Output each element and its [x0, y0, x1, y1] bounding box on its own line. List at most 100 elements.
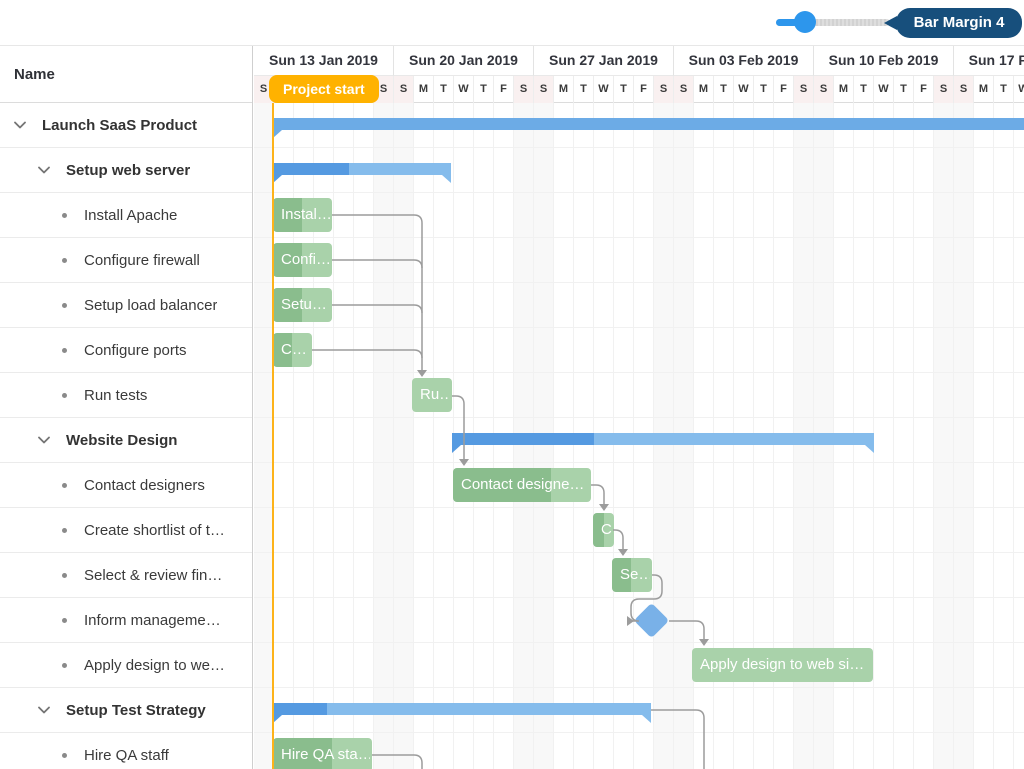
taskbar-select-review-final[interactable]: Se…	[612, 558, 652, 592]
grid-row-hire-qa-staff[interactable]: Hire QA staff	[0, 733, 252, 769]
week-header-cell: Sun 17 Feb 2019	[954, 46, 1024, 76]
chevron-down-icon[interactable]	[38, 706, 50, 714]
chevron-down-icon[interactable]	[38, 436, 50, 444]
day-header-cell: F	[494, 76, 514, 103]
dependency-connectors	[312, 214, 709, 769]
bullet-icon	[62, 482, 67, 488]
taskbar-label: Instal…	[281, 206, 330, 223]
day-header-cell: T	[854, 76, 874, 103]
day-header-cell: M	[694, 76, 714, 103]
taskbar-label: Setu…	[281, 296, 327, 313]
day-header-cell: S	[374, 76, 394, 103]
parent-taskbar-website-design[interactable]	[452, 433, 874, 453]
taskbar-create-shortlist[interactable]: C…	[593, 513, 614, 547]
taskbar-label: C…	[281, 341, 307, 358]
day-header-cell: W	[594, 76, 614, 103]
day-header-cell: W	[874, 76, 894, 103]
week-header-cell: Sun 27 Jan 2019	[534, 46, 674, 76]
day-header-cell: T	[434, 76, 454, 103]
taskbar-label: C…	[601, 521, 612, 538]
day-header-cell: M	[974, 76, 994, 103]
day-header-cell: W	[454, 76, 474, 103]
bar-margin-slider-track[interactable]	[776, 19, 890, 26]
taskbar-install-apache[interactable]: Instal…	[273, 198, 332, 232]
taskbar-configure-ports[interactable]: C…	[273, 333, 312, 367]
taskbars-layer: Instal… Confi… Setu… C… Ru… Contact designe… C…	[254, 103, 1024, 769]
day-header-cell: S	[814, 76, 834, 103]
task-label: Configure firewall	[84, 251, 200, 269]
day-header-cell: T	[754, 76, 774, 103]
taskbar-configure-firewall[interactable]: Confi…	[273, 243, 332, 277]
week-header-cell: Sun 10 Feb 2019	[814, 46, 954, 76]
week-header-cell: Sun 13 Jan 2019	[254, 46, 394, 76]
day-header-cell: S	[794, 76, 814, 103]
taskbar-apply-design-web-site[interactable]: Apply design to web si…	[692, 648, 873, 682]
task-label: Hire QA staff	[84, 746, 169, 764]
day-header-cell: W	[1014, 76, 1024, 103]
grid-row-apply-design-to-we[interactable]: Apply design to we…	[0, 643, 252, 688]
name-column-header[interactable]: Name	[0, 46, 252, 103]
taskbar-contact-designers[interactable]: Contact designe…	[453, 468, 591, 502]
task-label: Create shortlist of t…	[84, 521, 225, 539]
grid-row-setup-test-strategy[interactable]: Setup Test Strategy	[0, 688, 252, 733]
bar-margin-slider-fill	[776, 19, 806, 26]
parent-bar-left-cap	[273, 175, 282, 183]
bullet-icon	[62, 617, 67, 623]
grid-row-select-review-fin[interactable]: Select & review fin…	[0, 553, 252, 598]
parent-bar-left-cap	[273, 130, 282, 138]
grid-row-launch-saas-product[interactable]: Launch SaaS Product	[0, 103, 252, 148]
day-header-cell: T	[614, 76, 634, 103]
day-header-cell: S	[514, 76, 534, 103]
grid-row-run-tests[interactable]: Run tests	[0, 373, 252, 418]
parent-taskbar-setup-web-server[interactable]	[273, 163, 451, 183]
parent-taskbar-setup-test-strategy[interactable]	[273, 703, 651, 723]
grid-row-inform-manageme[interactable]: Inform manageme…	[0, 598, 252, 643]
project-start-event-marker: Project start	[269, 75, 379, 103]
grid-row-website-design[interactable]: Website Design	[0, 418, 252, 463]
task-label: Select & review fin…	[84, 566, 223, 584]
grid-row-setup-load-balancer[interactable]: Setup load balancer	[0, 283, 252, 328]
chevron-down-icon[interactable]	[38, 166, 50, 174]
day-header-cell: T	[574, 76, 594, 103]
week-header-cell: Sun 20 Jan 2019	[394, 46, 534, 76]
day-header-cell: M	[834, 76, 854, 103]
taskbar-setup-load-balancer[interactable]: Setu…	[273, 288, 332, 322]
grid-row-contact-designers[interactable]: Contact designers	[0, 463, 252, 508]
grid-row-setup-web-server[interactable]: Setup web server	[0, 148, 252, 193]
day-header-cell: S	[934, 76, 954, 103]
bullet-icon	[62, 212, 67, 218]
bullet-icon	[62, 257, 67, 263]
slider-tooltip: Bar Margin 4	[896, 8, 1022, 38]
chart-body: Instal… Confi… Setu… C… Ru… Contact designe… C…	[254, 103, 1024, 769]
progress-fill	[612, 558, 631, 592]
chevron-down-icon[interactable]	[14, 121, 26, 129]
day-header-cell: S	[674, 76, 694, 103]
name-column-header-label: Name	[14, 65, 55, 83]
bar-margin-slider-handle[interactable]	[794, 11, 816, 33]
task-label: Website Design	[66, 431, 178, 449]
taskbar-run-tests[interactable]: Ru…	[412, 378, 452, 412]
day-header-cell: W	[734, 76, 754, 103]
parent-bar-right-cap	[442, 175, 451, 183]
grid-row-install-apache[interactable]: Install Apache	[0, 193, 252, 238]
progress-fill	[273, 243, 302, 277]
bullet-icon	[62, 527, 67, 533]
day-header-cell: T	[894, 76, 914, 103]
task-label: Launch SaaS Product	[42, 116, 198, 134]
taskbar-hire-qa-staff[interactable]: Hire QA sta…	[273, 738, 372, 769]
progress-fill	[452, 433, 594, 445]
grid-row-configure-ports[interactable]: Configure ports	[0, 328, 252, 373]
grid-row-create-shortlist-of-t[interactable]: Create shortlist of t…	[0, 508, 252, 553]
task-label: Install Apache	[84, 206, 178, 224]
task-label: Configure ports	[84, 341, 187, 359]
parent-taskbar-launch-saas-product[interactable]	[273, 118, 1024, 138]
parent-bar-left-cap	[273, 715, 282, 723]
grid-row-configure-firewall[interactable]: Configure firewall	[0, 238, 252, 283]
day-header-cell: M	[414, 76, 434, 103]
task-label: Run tests	[84, 386, 148, 404]
